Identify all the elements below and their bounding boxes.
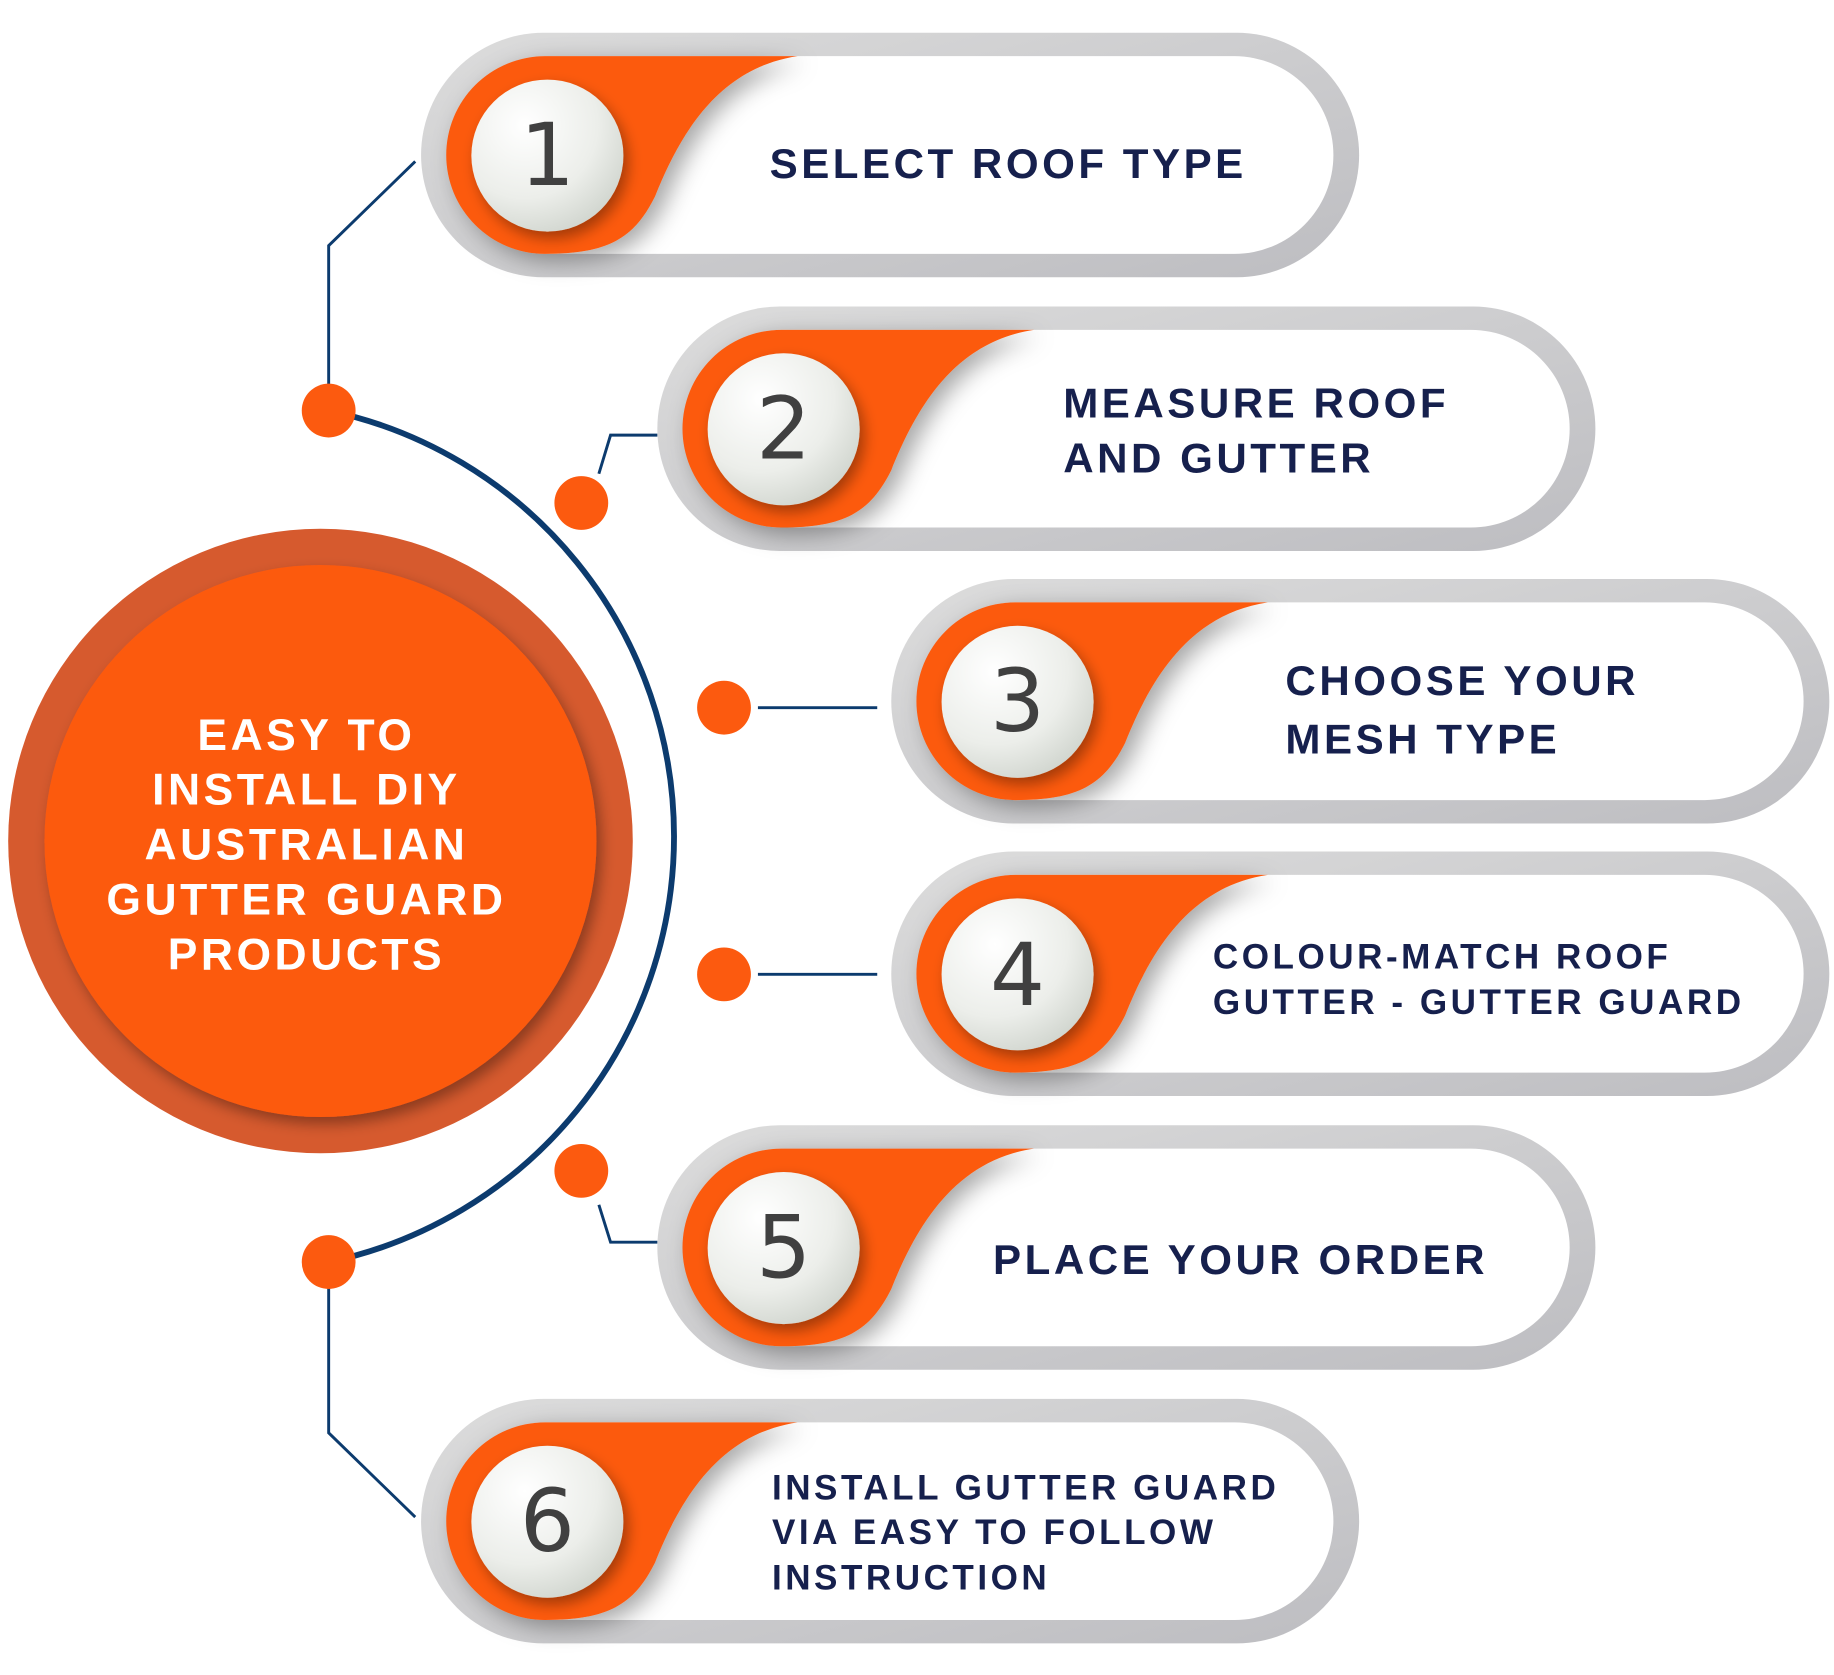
timeline-dot (697, 680, 751, 735)
step-label: INSTALL GUTTER GUARD (772, 1469, 1279, 1508)
center-title-line: AUSTRALIAN (144, 821, 468, 870)
timeline-arc (328, 407, 677, 1265)
connector-6 (327, 1262, 417, 1519)
step-number: 2 (756, 380, 811, 480)
connector-1 (327, 160, 417, 411)
center-circle: EASY TO INSTALL DIY AUSTRALIAN GUTTER GU… (8, 528, 633, 1154)
step-label: INSTRUCTION (772, 1559, 1050, 1598)
step-label: CHOOSE YOUR (1285, 657, 1639, 704)
center-title-line: GUTTER GUARD (106, 876, 506, 925)
step-4: 4 COLOUR-MATCH ROOF GUTTER - GUTTER GUAR… (891, 852, 1829, 1096)
timeline-dot (697, 947, 751, 1002)
step-label: VIA EASY TO FOLLOW (772, 1513, 1216, 1552)
step-number: 5 (756, 1198, 811, 1298)
step-label: MEASURE ROOF (1063, 380, 1449, 427)
timeline-dot (554, 1143, 609, 1198)
step-label: GUTTER - GUTTER GUARD (1213, 983, 1745, 1022)
step-2: 2 MEASURE ROOF AND GUTTER (657, 306, 1595, 550)
center-title-line: PRODUCTS (168, 931, 445, 980)
step-label: SELECT ROOF TYPE (770, 140, 1247, 187)
timeline-dots (301, 383, 751, 1289)
connector-5 (597, 1204, 658, 1244)
step-number: 6 (520, 1472, 575, 1572)
connector-lines (327, 160, 878, 1519)
step-6: 6 INSTALL GUTTER GUARD VIA EASY TO FOLLO… (421, 1399, 1359, 1643)
step-5: 5 PLACE YOUR ORDER (657, 1125, 1595, 1369)
step-label: COLOUR-MATCH ROOF (1213, 937, 1671, 976)
step-1: 1 SELECT ROOF TYPE (421, 33, 1359, 277)
timeline-dot (301, 1235, 356, 1289)
timeline-dot (301, 383, 356, 438)
step-number: 1 (520, 106, 575, 206)
connector-2 (597, 433, 658, 475)
step-label: MESH TYPE (1285, 715, 1560, 762)
step-label: AND GUTTER (1063, 435, 1374, 482)
step-number: 4 (990, 926, 1045, 1026)
step-number: 3 (990, 652, 1045, 752)
center-title-line: INSTALL DIY (152, 766, 461, 815)
center-title-line: EASY TO (197, 711, 415, 760)
step-label: PLACE YOUR ORDER (993, 1236, 1488, 1283)
step-3: 3 CHOOSE YOUR MESH TYPE (891, 579, 1829, 823)
timeline-dot (554, 476, 609, 530)
